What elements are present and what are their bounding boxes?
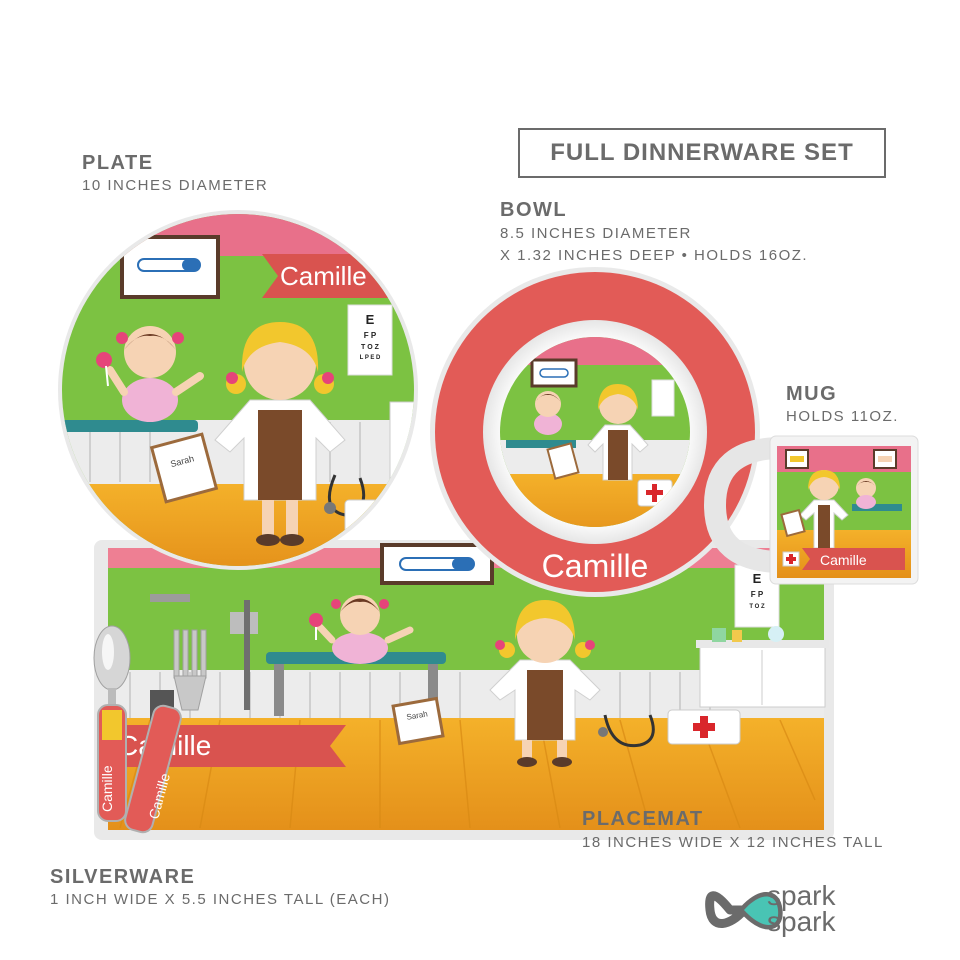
baby-character	[309, 595, 414, 664]
bowl-detail-line2: X 1.32 INCHES DEEP • HOLDS 16OZ.	[500, 247, 809, 264]
brand-ampersand: &	[757, 904, 767, 919]
silverware-title: SILVERWARE	[50, 866, 196, 888]
brand-logo: spark & spark	[705, 880, 895, 940]
plate: E F P T O Z L P E D	[58, 210, 418, 570]
plate-name-banner: Camille	[280, 261, 367, 291]
brand-word-top: spark	[767, 880, 836, 911]
svg-text:E: E	[366, 312, 375, 327]
clipboard-name: Sarah	[406, 709, 429, 722]
bowl-detail-line1: 8.5 INCHES DIAMETER	[500, 225, 692, 242]
spark-logo-icon	[705, 891, 783, 930]
silverware-detail: 1 INCH WIDE X 5.5 INCHES TALL (EACH)	[50, 891, 391, 908]
bowl-name: Camille	[542, 548, 649, 584]
svg-text:F P: F P	[364, 331, 377, 340]
bowl-title: BOWL	[500, 199, 568, 221]
eye-chart-line2: F P	[751, 590, 764, 599]
mug-name: Camille	[820, 552, 867, 568]
placemat: E F P T O Z	[94, 540, 834, 840]
spoon-name: Camille	[99, 765, 115, 812]
mug: Camille	[703, 435, 919, 585]
svg-text:L P E D: L P E D	[360, 355, 381, 361]
first-aid-kit-icon	[667, 709, 741, 745]
lollipop-icon	[309, 613, 323, 640]
mug-title: MUG	[786, 383, 838, 405]
svg-text:T O Z: T O Z	[361, 344, 380, 351]
plate-title: PLATE	[82, 152, 154, 174]
stethoscope-icon	[598, 714, 655, 748]
doctor-character	[489, 600, 601, 767]
mug-detail: HOLDS 11OZ.	[786, 408, 899, 425]
full-set-heading: FULL DINNERWARE SET	[518, 128, 886, 178]
placemat-detail: 18 INCHES WIDE X 12 INCHES TALL	[582, 834, 884, 851]
thermometer-icon	[399, 557, 475, 571]
eye-chart-line1: E	[753, 571, 762, 586]
plate-detail: 10 INCHES DIAMETER	[82, 177, 269, 194]
eye-chart-line3: T O Z	[749, 604, 765, 610]
clipboard-icon: Sarah	[391, 696, 445, 746]
spoon: Camille	[93, 625, 131, 822]
placemat-title: PLACEMAT	[582, 808, 704, 830]
bowl: Camille	[430, 267, 760, 597]
brand-word-bottom: spark	[767, 906, 836, 937]
